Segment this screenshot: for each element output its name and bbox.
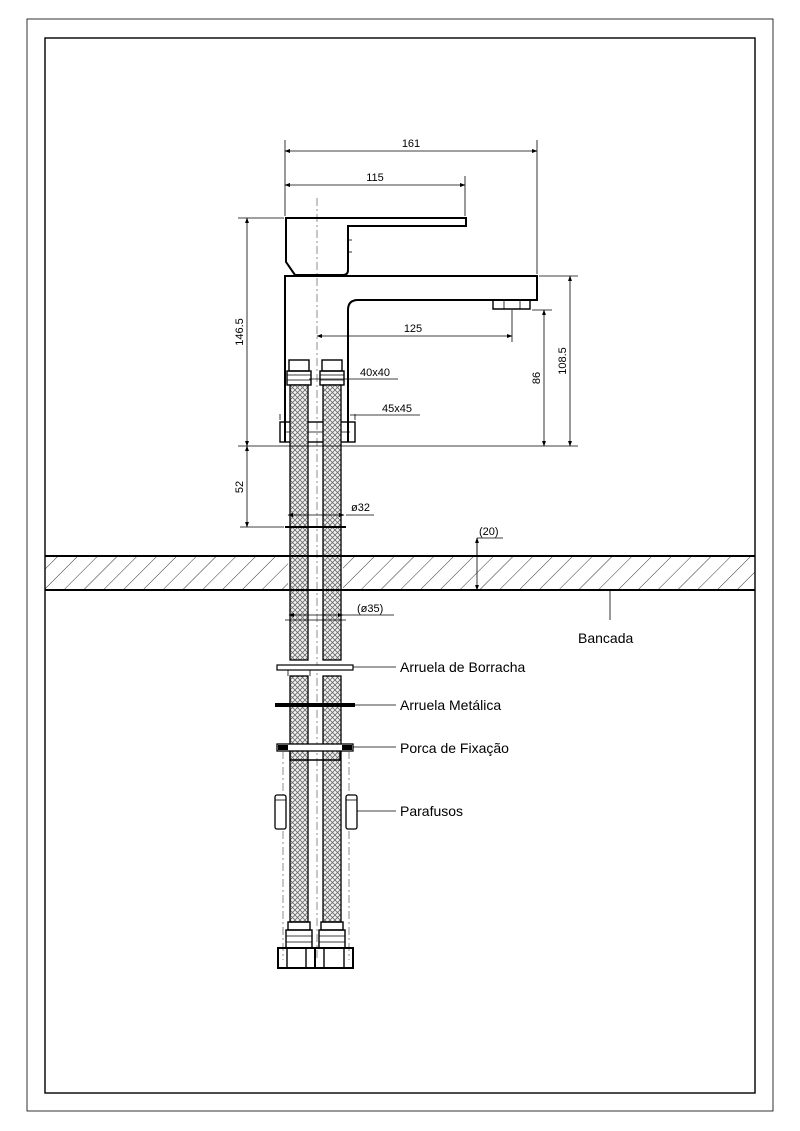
metal-washer xyxy=(275,703,355,707)
label-counter: Bancada xyxy=(578,630,633,646)
label-fixing-nut: Porca de Fixação xyxy=(400,740,509,756)
dim-handle-width: 115 xyxy=(366,172,384,184)
dim-total-width: 161 xyxy=(402,138,420,150)
dim-shank-diameter: ø32 xyxy=(351,502,370,514)
label-rubber-washer: Arruela de Borracha xyxy=(400,659,526,675)
counter-top xyxy=(45,555,755,591)
fixing-nut xyxy=(276,743,354,761)
label-leaders xyxy=(353,666,396,812)
label-screws: Parafusos xyxy=(400,803,463,819)
label-metal-washer: Arruela Metálica xyxy=(400,697,501,713)
dim-base-height: 52 xyxy=(234,481,246,493)
dim-spout-reach: 125 xyxy=(404,323,422,335)
outer-frame xyxy=(26,18,774,1112)
dim-base-size: 45x45 xyxy=(382,403,412,415)
dimension-lines xyxy=(238,140,611,620)
inlet-hoses xyxy=(285,359,346,923)
screws xyxy=(274,751,358,960)
dim-total-height: 146.5 xyxy=(234,318,246,346)
dim-inlet-size: 40x40 xyxy=(360,367,390,379)
bottom-connectors xyxy=(277,921,354,969)
dim-spout-height: 108.5 xyxy=(557,347,569,375)
dim-outlet-height: 86 xyxy=(531,372,543,384)
dim-hole-diameter: (ø35) xyxy=(357,603,383,615)
dim-counter-thickness: (20) xyxy=(479,526,499,538)
rubber-washer xyxy=(276,664,354,676)
faucet-body xyxy=(284,217,538,442)
